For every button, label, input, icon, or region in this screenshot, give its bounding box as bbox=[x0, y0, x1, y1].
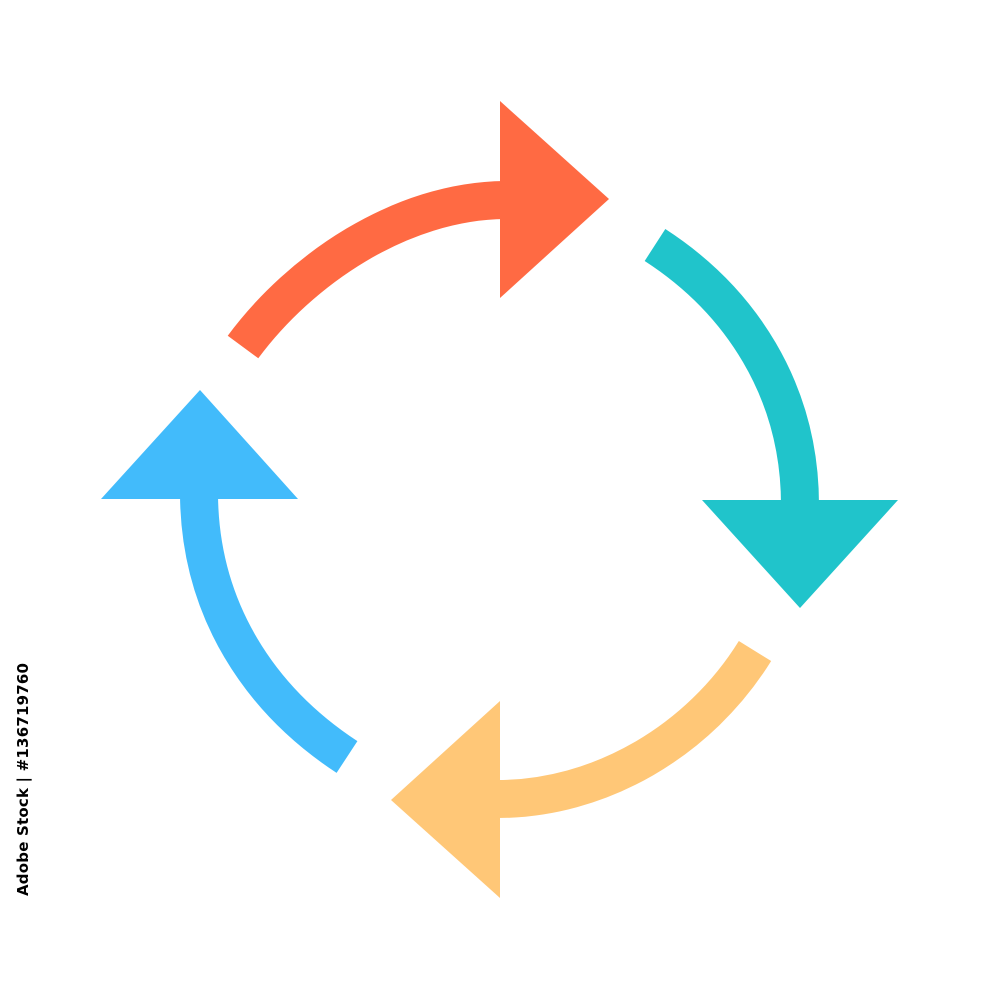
teal-arrow-shaft bbox=[644, 229, 819, 506]
orange-arrow bbox=[227, 101, 609, 359]
blue-arrow-head bbox=[101, 390, 298, 499]
stock-id-label: Adobe Stock | #136719760 bbox=[14, 662, 32, 896]
orange-arrow-shaft bbox=[227, 181, 506, 359]
yellow-arrow-head bbox=[391, 701, 500, 898]
teal-arrow bbox=[644, 229, 898, 608]
orange-arrow-head bbox=[500, 101, 609, 298]
yellow-arrow-shaft bbox=[494, 640, 772, 819]
blue-arrow-shaft bbox=[180, 494, 358, 773]
teal-arrow-head bbox=[702, 500, 898, 608]
yellow-arrow bbox=[391, 640, 772, 898]
blue-arrow bbox=[101, 390, 358, 773]
